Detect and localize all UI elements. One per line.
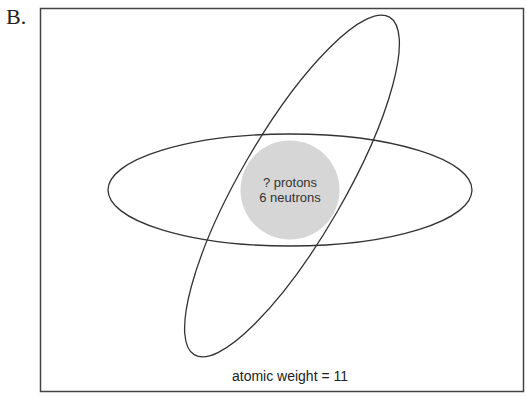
orbit-ellipse: [108, 134, 472, 246]
caption-label: atomic weight = 11: [232, 368, 348, 384]
orbit-ellipse: [149, 0, 434, 381]
panel-letter: B.: [6, 4, 26, 30]
nucleus-circle: ? protons6 neutrons: [240, 140, 340, 240]
nucleus-text: ? protons: [263, 175, 317, 190]
frame: [41, 9, 524, 392]
nucleus-text: 6 neutrons: [259, 190, 320, 205]
